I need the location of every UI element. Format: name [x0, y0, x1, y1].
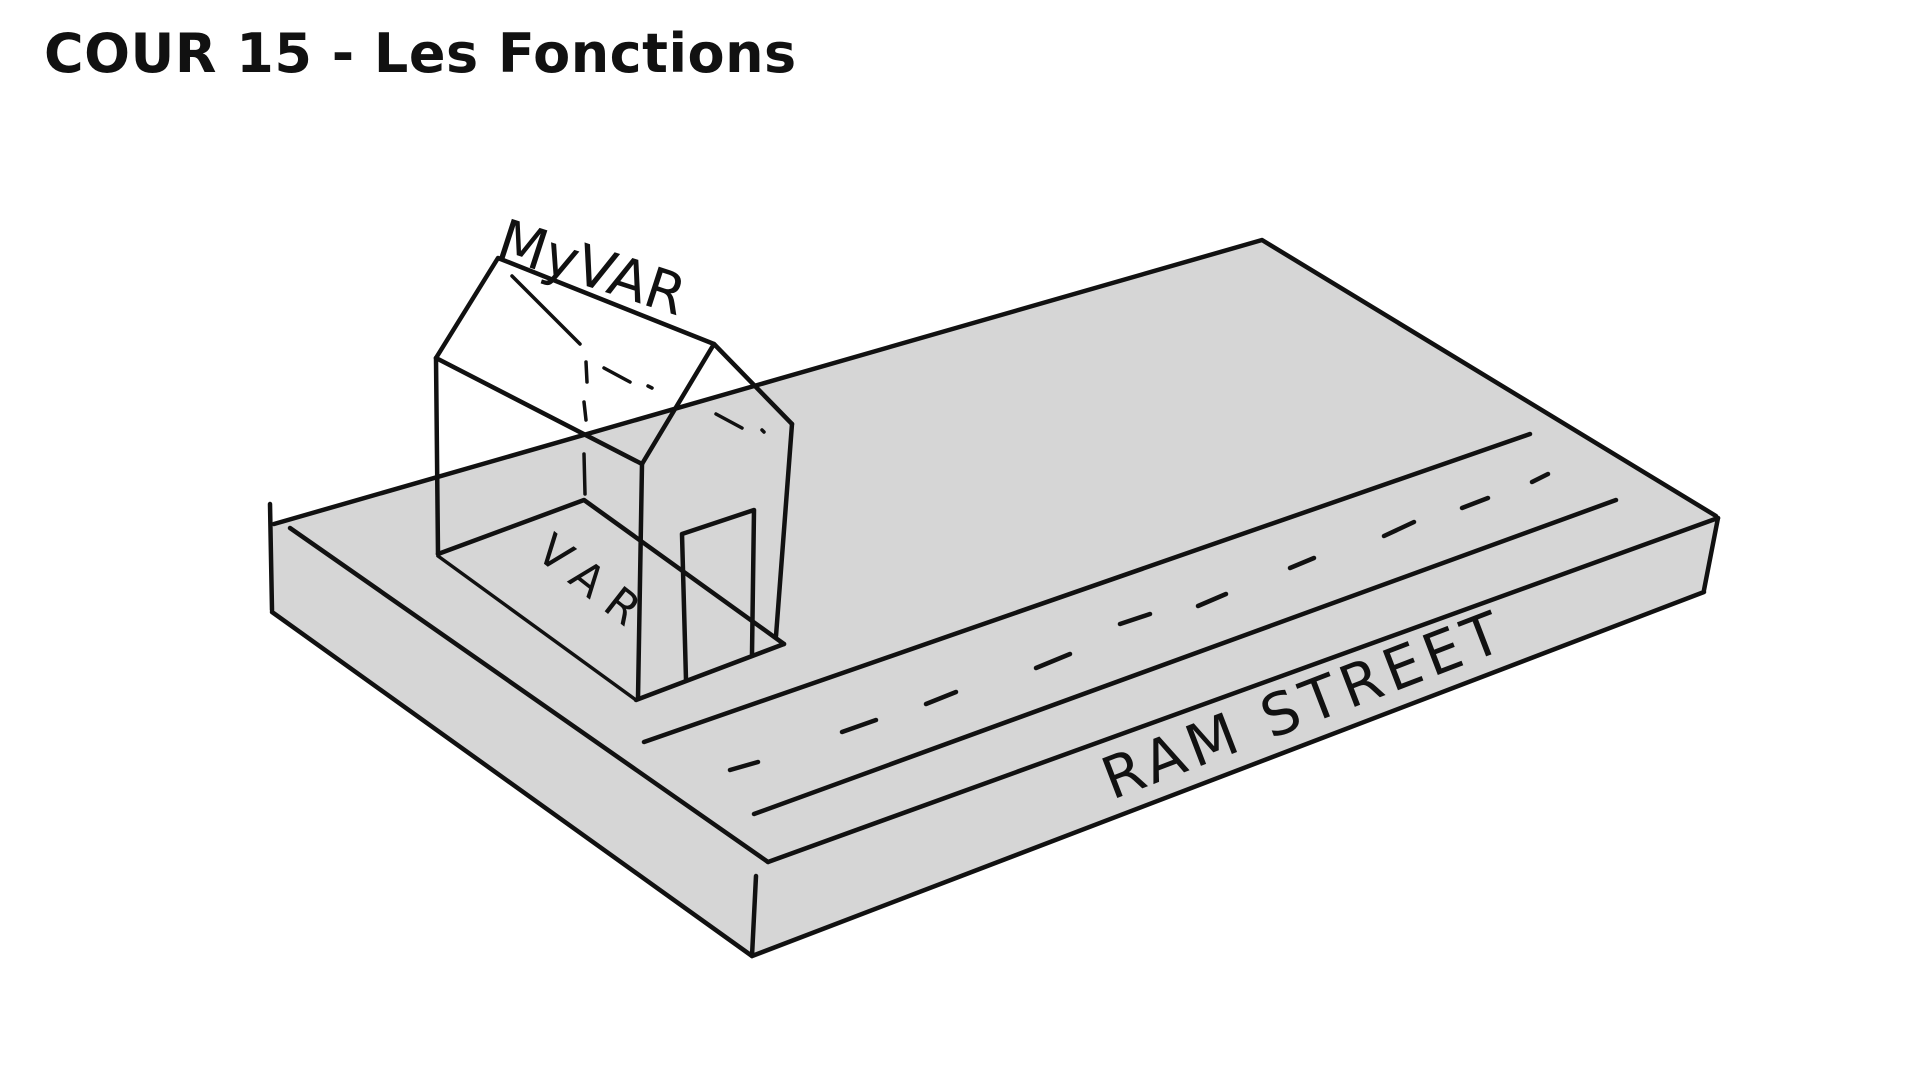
- house-gable: [433, 255, 795, 427]
- slab-left-bottom-edge: [269, 609, 755, 959]
- street-center-dashes: [727, 471, 1551, 773]
- roof-label: MyVAR: [490, 207, 694, 329]
- slab-left-post: [267, 501, 275, 613]
- street: [641, 431, 1619, 817]
- house: [433, 255, 795, 703]
- house-right-wall: [773, 421, 795, 639]
- slab-back-edge: [271, 237, 1719, 527]
- house-gable-front: [639, 341, 717, 467]
- slab-front-face: [272, 518, 1718, 958]
- house-roof-diagonal: [510, 274, 582, 346]
- house-floor-right: [633, 641, 787, 703]
- street-near-edge: [751, 497, 1619, 817]
- slide-title: COUR 15 - Les Fonctions: [44, 22, 797, 85]
- slab-right-top-edge: [765, 515, 1721, 865]
- slab-right-bottom-edge: [749, 589, 1707, 959]
- house-back-left-wall: [433, 355, 441, 557]
- house-door: [679, 507, 757, 683]
- house-hidden-edges: [582, 360, 766, 496]
- house-floor-front: [436, 554, 638, 702]
- slab-left-top-edge: [287, 525, 771, 865]
- slab-front-post: [749, 873, 759, 959]
- street-far-edge: [641, 431, 1533, 745]
- house-eave-left: [433, 355, 645, 467]
- slab-right-post: [1701, 515, 1721, 593]
- house-front-corner-wall: [635, 461, 645, 701]
- slab-top-face: [272, 240, 1718, 860]
- ram-slab: [267, 237, 1721, 959]
- house-floor-left: [435, 497, 787, 647]
